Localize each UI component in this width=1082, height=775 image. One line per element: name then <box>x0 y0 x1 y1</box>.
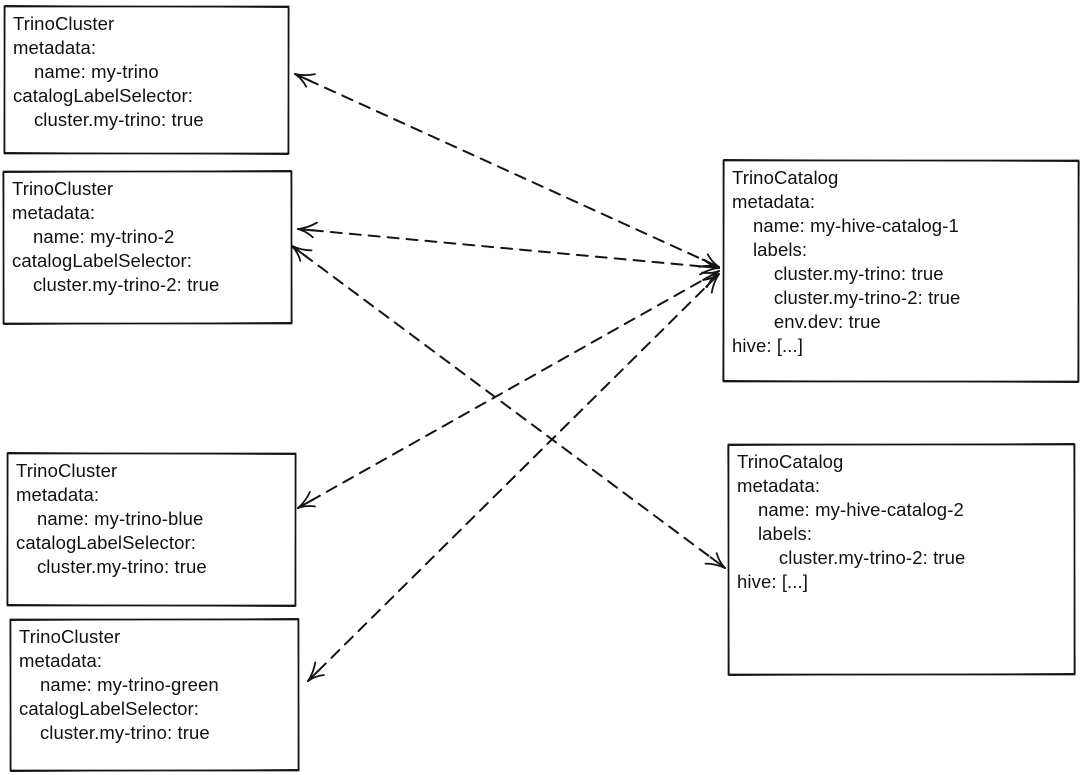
yaml-line: name: my-trino <box>13 61 159 82</box>
trinocatalog-my-hive-catalog-1-box: TrinoCatalog metadata: name: my-hive-cat… <box>723 160 1079 382</box>
yaml-line: hive: [...] <box>732 335 804 356</box>
trinocluster-my-trino-blue-box: TrinoCluster metadata: name: my-trino-bl… <box>7 453 296 606</box>
yaml-line: cluster.my-trino-2: true <box>12 274 220 295</box>
yaml-line: TrinoCatalog <box>737 451 844 472</box>
yaml-line: name: my-hive-catalog-2 <box>737 499 964 520</box>
yaml-line: name: my-trino-green <box>19 674 219 695</box>
yaml-line: catalogLabelSelector: <box>16 532 197 553</box>
yaml-line: cluster.my-trino: true <box>732 263 944 284</box>
yaml-line: TrinoCluster <box>16 460 118 481</box>
yaml-line: metadata: <box>732 191 816 212</box>
yaml-line: TrinoCatalog <box>732 167 839 188</box>
yaml-line: catalogLabelSelector: <box>13 85 194 106</box>
trinocluster-my-trino-2-box: TrinoCluster metadata: name: my-trino-2 … <box>3 171 292 324</box>
yaml-line: TrinoCluster <box>19 626 121 647</box>
yaml-line: TrinoCluster <box>12 178 114 199</box>
yaml-line: env.dev: true <box>732 311 881 332</box>
yaml-line: name: my-trino-2 <box>12 226 175 247</box>
yaml-line: catalogLabelSelector: <box>12 250 193 271</box>
yaml-line: cluster.my-trino-2: true <box>732 287 961 308</box>
trinocatalog-my-hive-catalog-2-box: TrinoCatalog metadata: name: my-hive-cat… <box>728 444 1075 675</box>
yaml-line: cluster.my-trino: true <box>19 722 210 743</box>
trinocluster-my-trino-green-box: TrinoCluster metadata: name: my-trino-gr… <box>10 619 299 771</box>
yaml-line: cluster.my-trino: true <box>13 109 204 130</box>
edge-group <box>291 73 726 682</box>
yaml-line: cluster.my-trino: true <box>16 556 207 577</box>
yaml-line: cluster.my-trino-2: true <box>737 547 966 568</box>
yaml-line: metadata: <box>13 37 97 58</box>
yaml-line: labels: <box>737 523 813 544</box>
yaml-line: labels: <box>732 239 808 260</box>
yaml-line: hive: [...] <box>737 571 809 592</box>
yaml-line: TrinoCluster <box>13 13 115 34</box>
yaml-line: metadata: <box>737 475 821 496</box>
yaml-line: metadata: <box>12 202 96 223</box>
yaml-line: catalogLabelSelector: <box>19 698 200 719</box>
yaml-line: name: my-trino-blue <box>16 508 204 529</box>
trinocluster-my-trino-box: TrinoCluster metadata: name: my-trino ca… <box>4 6 289 154</box>
yaml-line: metadata: <box>16 484 100 505</box>
yaml-line: metadata: <box>19 650 103 671</box>
yaml-line: name: my-hive-catalog-1 <box>732 215 959 236</box>
